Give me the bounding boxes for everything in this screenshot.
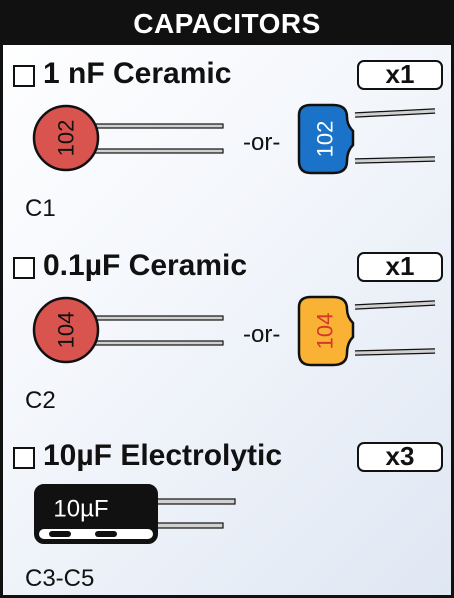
- quantity-badge: x1: [357, 60, 443, 90]
- lead-wire: [152, 522, 224, 529]
- capacitor-code-label: 102: [54, 120, 79, 157]
- capacitor-value-label: 10µF: [53, 496, 108, 523]
- lead-wire: [92, 315, 224, 321]
- quantity-badge: x1: [357, 252, 443, 282]
- or-label: -or-: [243, 129, 281, 156]
- component-illustrations: 104 104: [32, 295, 436, 367]
- capacitor-code-label: 104: [54, 312, 79, 349]
- part-checkbox[interactable]: [13, 447, 35, 469]
- part-title: 1 nF Ceramic: [43, 57, 232, 90]
- reference-designator: C2: [25, 387, 56, 414]
- quantity-badge: x3: [357, 442, 443, 472]
- box-capacitor-icon: [297, 295, 355, 367]
- reference-designator: C3-C5: [25, 565, 95, 592]
- part-section-0-1uf-ceramic: 0.1µF Ceramic x1 104 104 -or- C2: [3, 237, 451, 414]
- lead-wire: [92, 148, 224, 154]
- or-label: -or-: [243, 321, 281, 348]
- electrolytic-capacitor-icon: [34, 484, 158, 544]
- capacitor-code-label: 104: [313, 313, 338, 350]
- part-checkbox[interactable]: [13, 65, 35, 87]
- part-title: 10µF Electrolytic: [43, 439, 283, 472]
- lead-wire: [152, 498, 236, 505]
- component-illustrations: 102 102: [32, 103, 436, 175]
- part-checkbox[interactable]: [13, 257, 35, 279]
- component-illustrations: 10µF: [34, 484, 236, 544]
- part-section-10uf-electrolytic: 10µF Electrolytic x3 10µF C3-C5: [3, 427, 451, 595]
- part-title: 0.1µF Ceramic: [43, 249, 248, 282]
- section-header: CAPACITORS: [3, 3, 451, 45]
- part-section-1nf-ceramic: 1 nF Ceramic x1 102 102 -or- C1: [3, 45, 451, 222]
- box-capacitor-icon: [297, 103, 355, 175]
- reference-designator: C1: [25, 195, 56, 222]
- lead-wire: [92, 123, 224, 129]
- ceramic-disc-capacitor-icon: [32, 104, 100, 172]
- ceramic-disc-capacitor-icon: [32, 296, 100, 364]
- lead-wire: [92, 340, 224, 346]
- capacitor-code-label: 102: [313, 121, 338, 158]
